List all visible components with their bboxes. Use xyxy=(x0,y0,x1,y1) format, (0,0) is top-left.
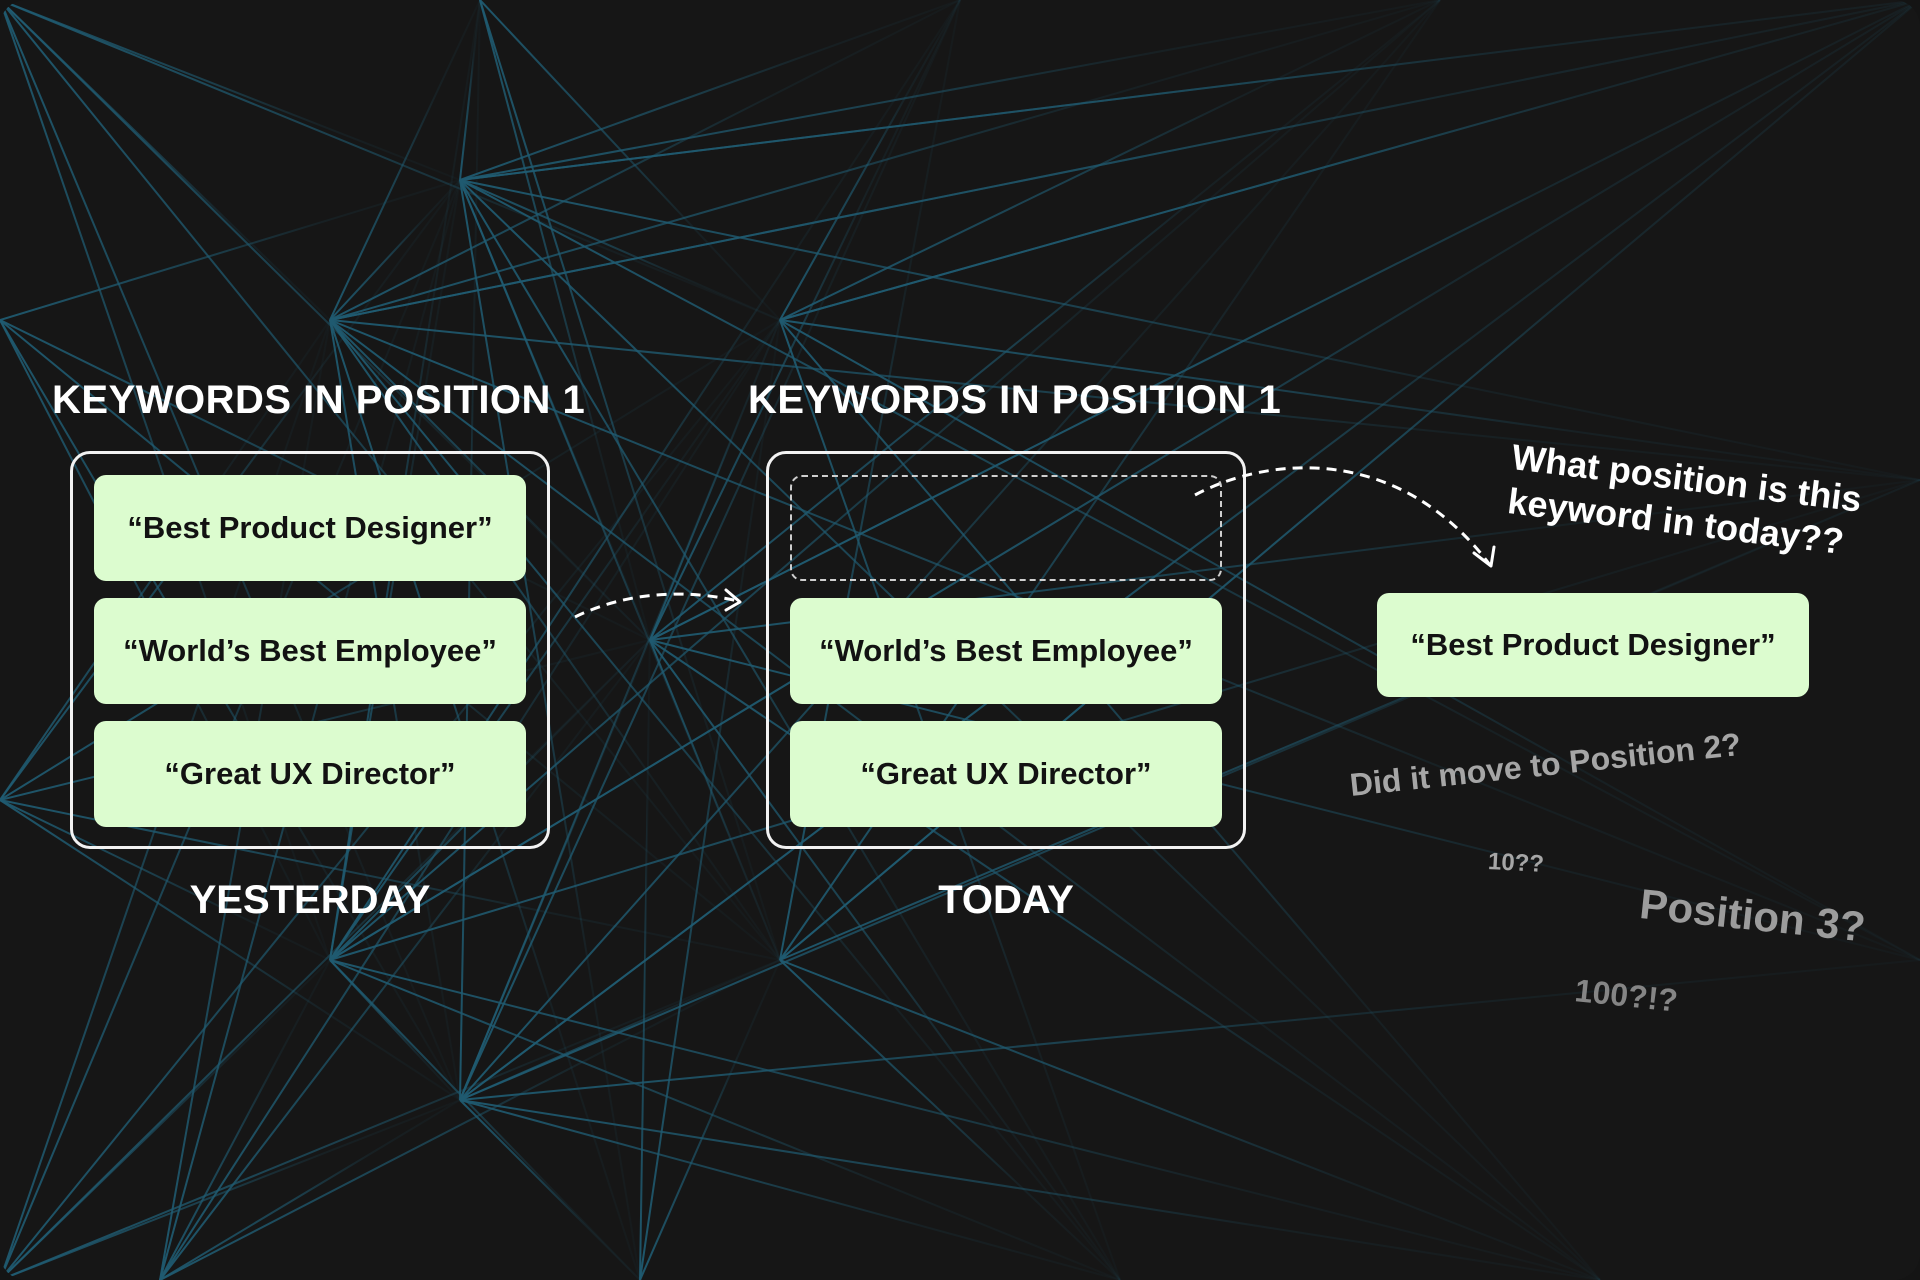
yesterday-keyword-box xyxy=(70,451,550,849)
today-heading: KEYWORDS IN POSITION 1 xyxy=(748,378,1282,422)
yesterday-caption: YESTERDAY xyxy=(189,878,431,922)
today-caption: TODAY xyxy=(938,878,1074,922)
empty-position-slot xyxy=(790,475,1222,581)
guess-ten: 10?? xyxy=(1487,848,1545,878)
yesterday-to-today-arrow xyxy=(574,592,739,619)
keyword-pill: “Great UX Director” xyxy=(94,721,526,827)
keyword-pill: “World’s Best Employee” xyxy=(94,598,526,704)
yesterday-heading: KEYWORDS IN POSITION 1 xyxy=(52,378,586,422)
keyword-pill: “World’s Best Employee” xyxy=(790,598,1222,704)
slot-to-moved-keyword-arrow xyxy=(1194,466,1492,566)
today-keyword-box xyxy=(766,451,1246,849)
moved-keyword-pill: “Best Product Designer” xyxy=(1377,593,1809,697)
arrowhead xyxy=(1472,545,1496,568)
keyword-pill: “Great UX Director” xyxy=(790,721,1222,827)
keyword-pill: “Best Product Designer” xyxy=(94,475,526,581)
arrowhead xyxy=(724,588,742,612)
